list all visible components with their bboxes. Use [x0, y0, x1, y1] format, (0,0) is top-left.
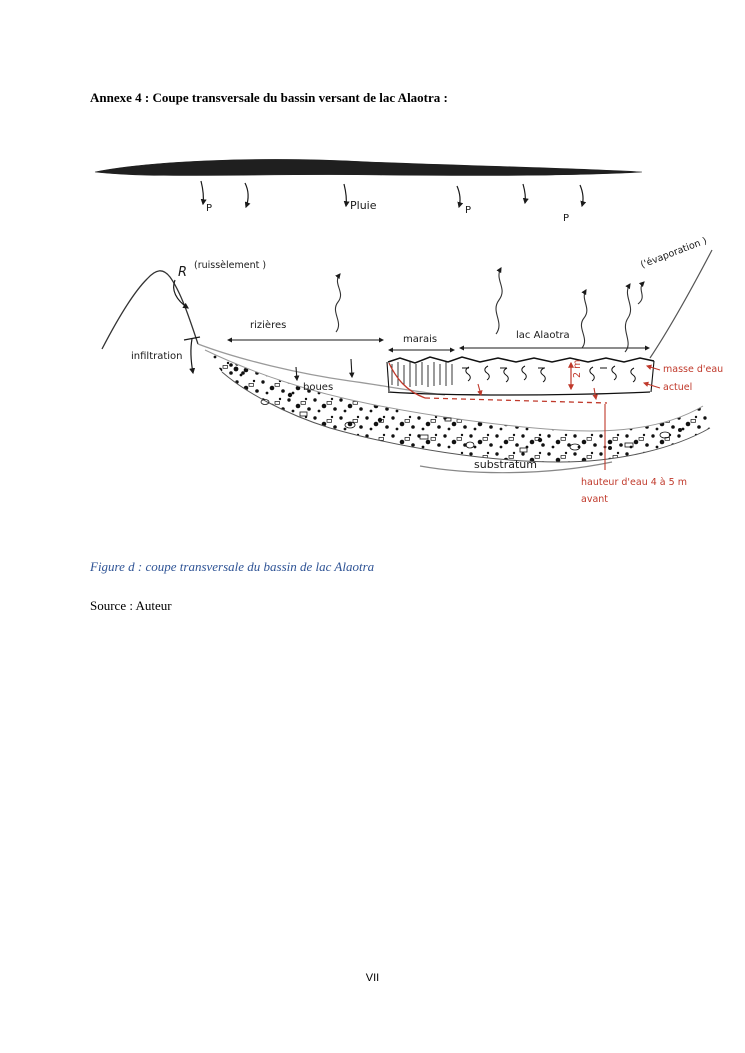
rain-arrow-icon	[579, 184, 587, 208]
boues-label: boues	[303, 382, 333, 393]
right-slope-line	[649, 249, 713, 359]
substratum-label: substratum	[474, 458, 537, 471]
masse-eau-label: masse d'eau	[663, 364, 723, 375]
figure-caption: Figure d : coupe transversale du bassin …	[90, 559, 375, 574]
hauteur-eau-label: hauteur d'eau 4 à 5 m	[581, 477, 687, 488]
water-level-arrow-icon	[592, 387, 598, 401]
boues-arrow-icon	[293, 366, 300, 382]
evaporation-squiggle-icon	[624, 283, 632, 353]
evaporation-squiggle-icon	[580, 289, 588, 349]
runoff-r-label: R	[178, 265, 187, 280]
source-line: Source : Auteur	[90, 598, 172, 613]
water-squiggles-icon	[462, 365, 636, 383]
pebbles-icon	[260, 399, 671, 453]
evaporation-squiggle-icon	[334, 273, 342, 333]
rain-arrow-icon	[522, 183, 529, 205]
rain-cloud-icon	[94, 159, 643, 176]
rizieres-label: rizières	[250, 319, 286, 331]
p-label: P	[206, 203, 212, 214]
p-label: P	[465, 205, 471, 216]
evaporation-squiggle-icon	[495, 267, 503, 335]
runoff-arrow-icon	[173, 279, 189, 309]
sediment-dots-icon	[229, 363, 682, 450]
pluie-label: Pluie	[350, 199, 377, 212]
rain-arrow-icon	[456, 185, 464, 209]
water-level-arrow-icon	[477, 383, 483, 397]
page-number: VII	[365, 972, 380, 984]
rain-arrow-icon	[244, 182, 251, 209]
masse-eau-arrow-icon	[642, 381, 661, 389]
evaporation-squiggles	[334, 267, 645, 353]
lac-alaotra-label: lac Alaotra	[516, 330, 570, 341]
rain-arrows	[200, 180, 587, 209]
sediment-band	[204, 349, 711, 463]
avant-label: avant	[581, 494, 608, 505]
infiltration-bar-icon	[183, 336, 201, 341]
rain-arrow-icon	[200, 180, 207, 206]
evaporation-squiggle-icon	[637, 281, 645, 305]
boues-arrow-icon	[349, 358, 355, 379]
substratum-line	[419, 461, 613, 474]
annexe-heading: Annexe 4 : Coupe transversale du bassin …	[90, 90, 448, 105]
masse-eau-arrow-icon	[645, 364, 661, 371]
marsh-reeds-icon	[391, 362, 453, 387]
marais-label: marais	[403, 334, 437, 345]
infiltration-label: infiltration	[131, 351, 183, 362]
ruissellement-label: (ruissèlement )	[194, 260, 266, 271]
p-label: P	[563, 213, 569, 224]
former-water-level	[388, 362, 608, 404]
evaporation-label: ('évaporation )	[639, 235, 708, 270]
infiltration-arrow-icon	[189, 338, 196, 375]
actuel-label: actuel	[663, 382, 692, 393]
hill-outline	[101, 270, 199, 350]
lake-outline	[386, 356, 655, 396]
depth-2m-label: 2 m	[572, 360, 583, 378]
rain-arrow-icon	[343, 183, 350, 208]
